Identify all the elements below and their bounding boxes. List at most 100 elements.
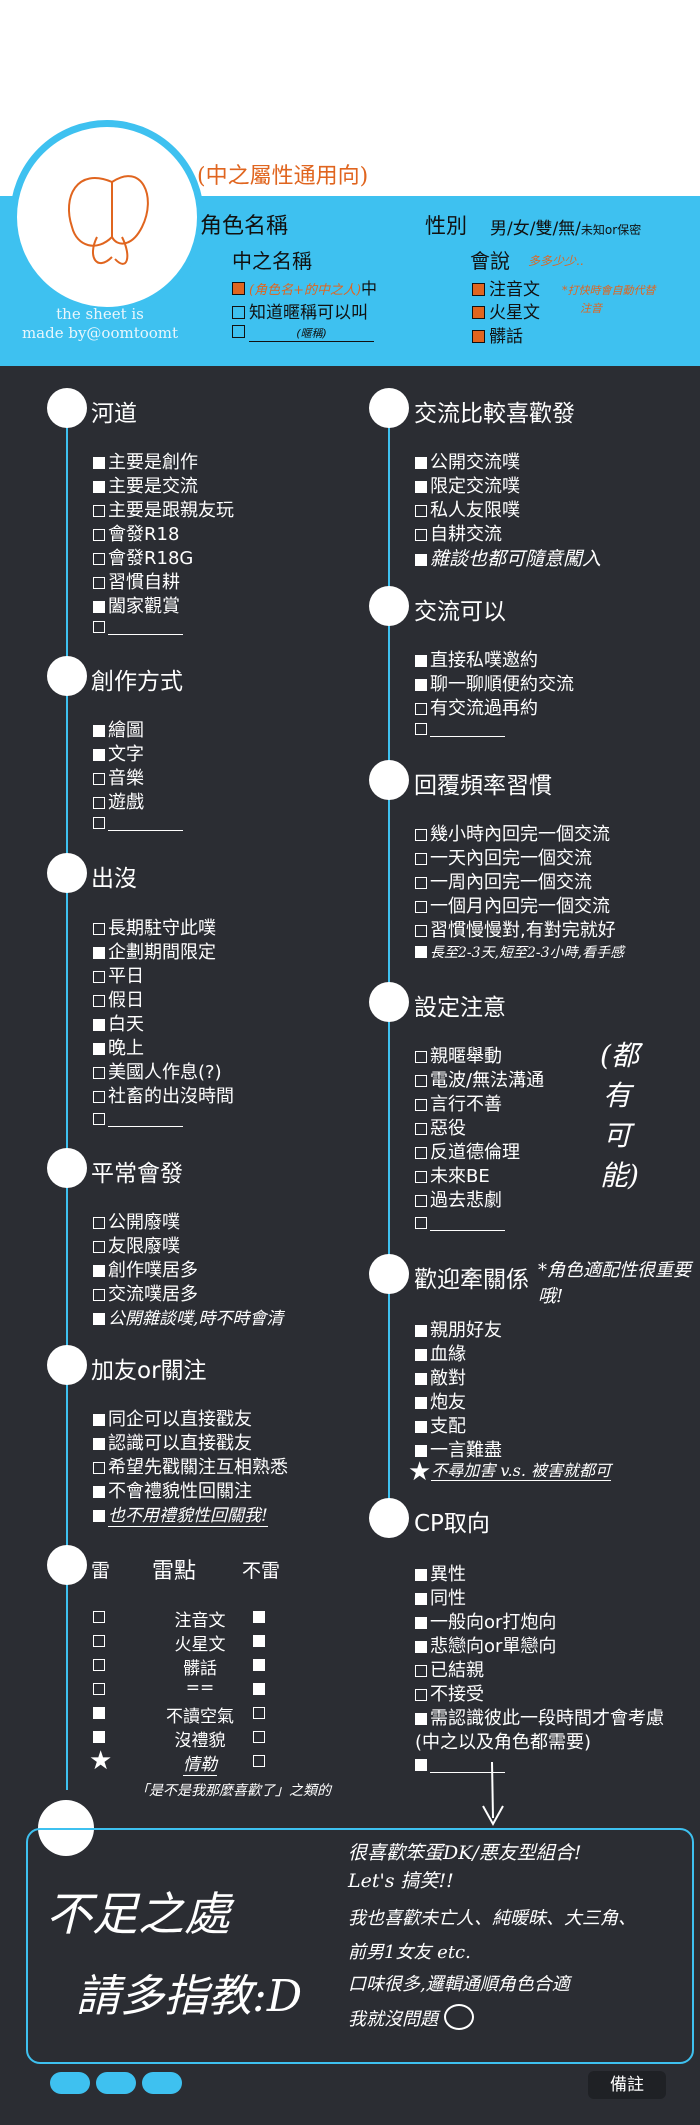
checkbox[interactable] [415,1569,427,1581]
checkbox[interactable] [93,621,105,633]
option-setting-0[interactable]: 親暱舉動 [415,1042,502,1068]
option-hedao-3[interactable]: 會發R18 [93,520,179,546]
option-exchange-post-2[interactable]: 私人友限噗 [415,496,520,522]
speak-checkbox-2[interactable] [472,306,485,319]
speak-checkbox-3[interactable] [472,330,485,343]
checkbox[interactable] [93,1067,105,1079]
option-usual-1[interactable]: 友限廢噗 [93,1232,180,1258]
option-hedao-1[interactable]: 主要是交流 [93,472,198,498]
option-exchange-ok-0[interactable]: 直接私噗邀約 [415,646,538,672]
checkbox[interactable] [93,1019,105,1031]
option-setting-5[interactable]: 未來BE [415,1162,490,1188]
checkbox[interactable] [415,1123,427,1135]
checkbox[interactable] [415,554,427,566]
checkbox[interactable] [93,1510,105,1522]
checkbox[interactable] [93,529,105,541]
option-cp-4[interactable]: 已結親 [415,1656,484,1682]
checkbox[interactable] [93,601,105,613]
option-follow-3[interactable]: 不會禮貌性回關注 [93,1477,252,1503]
option-usual-2[interactable]: 創作噗居多 [93,1256,198,1282]
checkbox[interactable] [93,773,105,785]
option-cp-3[interactable]: 悲戀向or單戀向 [415,1632,556,1658]
option-setting-2[interactable]: 言行不善 [415,1090,502,1116]
checkbox[interactable] [415,1373,427,1385]
checkbox[interactable] [93,505,105,517]
option-setting-3[interactable]: 惡役 [415,1114,466,1140]
checkbox[interactable] [93,481,105,493]
checkbox[interactable] [93,577,105,589]
checkbox[interactable] [415,723,427,735]
checkbox[interactable] [93,923,105,935]
checkbox[interactable] [415,703,427,715]
option-cp-6[interactable]: 需認識彼此一段時間才會考慮 [415,1704,664,1730]
bottom-tab-2[interactable] [96,2072,136,2094]
checkbox[interactable] [415,925,427,937]
checkbox[interactable] [93,1462,105,1474]
checkbox[interactable] [415,1421,427,1433]
checkbox[interactable] [415,853,427,865]
option-exchange-post-1[interactable]: 限定交流噗 [415,472,520,498]
bottom-tab-1[interactable] [50,2072,90,2094]
option-usual-3[interactable]: 交流噗居多 [93,1280,198,1306]
option-hedao-7[interactable] [93,616,183,637]
bulei-checkbox[interactable] [253,1731,265,1743]
option-setting-4[interactable]: 反道德倫理 [415,1138,520,1164]
nakano-checkbox-1[interactable] [232,282,245,295]
checkbox[interactable] [415,481,427,493]
checkbox[interactable] [415,1617,427,1629]
checkbox[interactable] [415,946,427,958]
option-hedao-2[interactable]: 主要是跟親友玩 [93,496,234,522]
checkbox[interactable] [93,725,105,737]
checkbox[interactable] [93,947,105,959]
checkbox[interactable] [415,1397,427,1409]
option-cp-8[interactable] [415,1754,505,1775]
nakano-option-1[interactable]: (角色名+的中之人)中 [232,275,377,299]
checkbox[interactable] [415,1593,427,1605]
option-appear-5[interactable]: 晚上 [93,1034,144,1060]
checkbox[interactable] [93,1113,105,1125]
option-usual-4[interactable]: 公開雜談噗,時不時會清 [93,1304,283,1329]
option-appear-3[interactable]: 假日 [93,986,144,1012]
option-exchange-post-3[interactable]: 自耕交流 [415,520,502,546]
lei-checkbox[interactable] [93,1635,105,1647]
option-cp-1[interactable]: 同性 [415,1584,466,1610]
checkbox[interactable] [93,1043,105,1055]
checkbox[interactable] [93,797,105,809]
bulei-checkbox[interactable] [253,1635,265,1647]
checkbox[interactable] [415,1075,427,1087]
option-reply-4[interactable]: 習慣慢慢對,有對完就好 [415,916,616,942]
lei-checkbox[interactable] [93,1707,105,1719]
checkbox[interactable] [415,505,427,517]
option-relation-3[interactable]: 炮友 [415,1388,466,1414]
lei-checkbox[interactable] [93,1731,105,1743]
nakano-checkbox-3[interactable] [232,325,245,338]
option-create-3[interactable]: 遊戲 [93,788,144,814]
checkbox[interactable] [415,901,427,913]
option-reply-3[interactable]: 一個月內回完一個交流 [415,892,610,918]
nakano-checkbox-2[interactable] [232,306,245,319]
bulei-checkbox[interactable] [253,1707,265,1719]
checkbox[interactable] [415,877,427,889]
option-appear-7[interactable]: 社畜的出沒時間 [93,1082,234,1108]
checkbox[interactable] [415,655,427,667]
checkbox[interactable] [415,529,427,541]
checkbox[interactable] [415,1171,427,1183]
bulei-checkbox[interactable] [253,1755,265,1767]
checkbox[interactable] [93,1091,105,1103]
speak-option-3[interactable]: 髒話 [472,322,523,347]
option-relation-5[interactable]: 一言難盡 [415,1436,502,1462]
option-hedao-5[interactable]: 習慣自耕 [93,568,180,594]
option-follow-2[interactable]: 希望先戳關注互相熟悉 [93,1453,288,1479]
checkbox[interactable] [93,1313,105,1325]
option-exchange-ok-2[interactable]: 有交流過再約 [415,694,538,720]
option-appear-2[interactable]: 平日 [93,962,144,988]
checkbox[interactable] [415,1217,427,1229]
speak-option-2[interactable]: 火星文 [472,298,540,323]
checkbox[interactable] [93,553,105,565]
option-reply-0[interactable]: 幾小時內回完一個交流 [415,820,610,846]
checkbox[interactable] [93,1241,105,1253]
bulei-checkbox[interactable] [253,1611,265,1623]
option-cp-5[interactable]: 不接受 [415,1680,484,1706]
option-appear-6[interactable]: 美國人作息(?) [93,1058,222,1084]
checkbox[interactable] [93,817,105,829]
